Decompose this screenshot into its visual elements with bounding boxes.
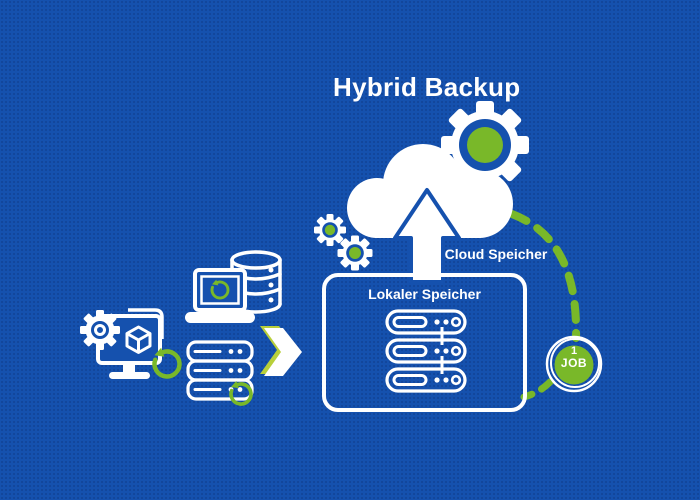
gear-icon-monitor bbox=[80, 310, 120, 350]
laptop-icon bbox=[185, 268, 255, 323]
local-storage-label: Lokaler Speicher bbox=[368, 286, 481, 302]
cloud-icon bbox=[347, 144, 513, 284]
database-icon bbox=[230, 250, 282, 314]
job-count: 1 bbox=[570, 345, 578, 357]
cloud-storage-label: Cloud Speicher bbox=[444, 246, 548, 262]
monitor-icon bbox=[80, 308, 190, 379]
job-unit: JOB bbox=[560, 356, 588, 370]
page-title: Hybrid Backup bbox=[333, 72, 521, 102]
server-stack-icon-source bbox=[186, 340, 254, 406]
gear-icon-small-1 bbox=[314, 214, 346, 246]
chevron-right-icon bbox=[260, 326, 302, 376]
gear-icon-small-2 bbox=[337, 235, 373, 271]
job-badge-text: 1 JOB bbox=[542, 345, 606, 370]
upload-arrow-icon bbox=[393, 188, 461, 284]
job-badge bbox=[545, 335, 603, 393]
local-storage-box: Lokaler Speicher bbox=[322, 273, 527, 412]
cube-icon bbox=[125, 325, 152, 354]
gear-icon-large bbox=[441, 101, 529, 189]
server-stack-icon-local bbox=[385, 309, 467, 393]
